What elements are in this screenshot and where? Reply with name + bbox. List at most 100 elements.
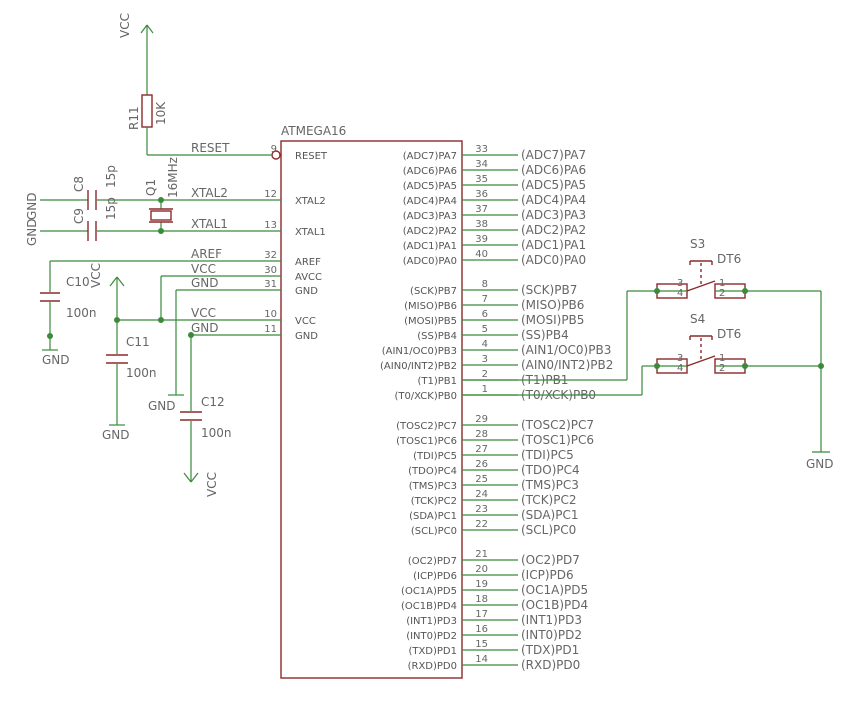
right-pin-net: (TDO)PC4 — [521, 463, 580, 477]
right-pin-number: 5 — [482, 324, 488, 335]
right-pin-net: (ICP)PD6 — [521, 568, 574, 582]
right-pin-name: (ADC5)PA5 — [403, 181, 457, 192]
c8-value: 15p — [104, 165, 118, 188]
right-pin-number: 17 — [475, 609, 488, 620]
right-pin-name: (ADC4)PA4 — [403, 196, 457, 207]
right-pin-net: (MOSI)PB5 — [521, 313, 584, 327]
c12-ref: C12 — [201, 395, 225, 409]
left-pin-number: 12 — [264, 189, 277, 200]
c8-ref: C8 — [72, 176, 86, 192]
left-pin-number: 11 — [264, 324, 277, 335]
s4-pin-3: 3 — [677, 353, 683, 364]
right-pin-name: (TDO)PC4 — [408, 466, 457, 477]
gnd-switch-label: GND — [806, 457, 834, 471]
right-pin-net: (INT1)PD3 — [521, 613, 582, 627]
q1-value: 16MHz — [166, 157, 180, 198]
right-pin-name: (RXD)PD0 — [408, 661, 457, 672]
right-pin-number: 1 — [482, 384, 488, 395]
gnd-mid-label: GND — [148, 399, 176, 413]
right-pin-name: (OC1B)PD4 — [401, 601, 457, 612]
right-pin-name: (SS)PB4 — [417, 331, 457, 342]
right-pin-number: 2 — [482, 369, 488, 380]
right-pin-number: 20 — [475, 564, 488, 575]
right-pin-net: (SCK)PB7 — [521, 283, 577, 297]
left-pin-net: RESET — [191, 141, 230, 155]
right-pin-name: (ADC3)PA3 — [403, 211, 457, 222]
right-pin-number: 22 — [475, 519, 488, 530]
right-pin-name: (TCK)PC2 — [411, 496, 457, 507]
left-pin-net: XTAL1 — [191, 217, 228, 231]
c12-value: 100n — [201, 426, 232, 440]
right-pin-number: 37 — [475, 204, 488, 215]
left-pin-group: 9RESETRESET12XTAL2XTAL213XTAL1XTAL132ARE… — [191, 141, 328, 342]
ic-name: ATMEGA16 — [281, 124, 346, 138]
right-pin-net: (SS)PB4 — [521, 328, 569, 342]
right-pin-name: (ADC7)PA7 — [403, 151, 457, 162]
gnd-c9-label: GND — [25, 218, 39, 246]
right-pin-number: 28 — [475, 429, 488, 440]
left-pin-net: GND — [191, 276, 219, 290]
right-pin-number: 27 — [475, 444, 488, 455]
right-pin-net: (ADC2)PA2 — [521, 223, 586, 237]
right-pin-number: 26 — [475, 459, 488, 470]
right-pin-name: (ICP)PD6 — [413, 571, 457, 582]
right-pin-name: (SCK)PB7 — [410, 286, 457, 297]
right-pin-name: (AIN1/OC0)PB3 — [382, 346, 457, 357]
vcc-bottom-label: VCC — [205, 472, 219, 497]
right-pin-number: 24 — [475, 489, 488, 500]
atmega16-body — [280, 140, 463, 679]
gnd-c8-label: GND — [25, 192, 39, 220]
s4-pin-2: 2 — [719, 363, 725, 374]
right-pin-number: 14 — [475, 654, 488, 665]
left-pin-number: 10 — [264, 309, 277, 320]
right-pin-net: (RXD)PD0 — [521, 658, 580, 672]
right-pin-name: (ADC1)PA1 — [403, 241, 457, 252]
gnd-c10-label: GND — [42, 353, 70, 367]
c11-network: C11 100n GND — [102, 276, 281, 442]
right-pin-number: 39 — [475, 234, 488, 245]
s4-ref: S4 — [690, 312, 705, 326]
gnd-c11-label: GND — [102, 428, 130, 442]
s3-value: DT6 — [717, 252, 741, 266]
r11-resistor: VCC R11 10K — [118, 13, 272, 156]
right-pin-net: (ADC4)PA4 — [521, 193, 586, 207]
s4-value: DT6 — [717, 327, 741, 341]
right-pin-name: (TXD)PD1 — [408, 646, 457, 657]
right-pin-net: (TDI)PC5 — [521, 448, 574, 462]
left-pin-number: 31 — [264, 279, 277, 290]
right-pin-name: (OC1A)PD5 — [401, 586, 457, 597]
right-pin-net: (OC1A)PD5 — [521, 583, 588, 597]
right-pin-number: 6 — [482, 309, 488, 320]
q1-ref: Q1 — [144, 179, 158, 196]
left-pin-name: RESET — [295, 151, 328, 162]
right-pin-name: (TOSC2)PC7 — [396, 421, 457, 432]
right-pin-number: 25 — [475, 474, 488, 485]
right-pin-number: 40 — [475, 249, 488, 260]
right-pin-group: (ADC7)PA733(ADC7)PA7(ADC6)PA634(ADC6)PA6… — [380, 144, 613, 672]
right-pin-name: (TOSC1)PC6 — [396, 436, 457, 447]
right-pin-net: (MISO)PB6 — [521, 298, 584, 312]
right-pin-name: (MOSI)PB5 — [404, 316, 457, 327]
left-pin-net: VCC — [191, 262, 216, 276]
left-pin-name: XTAL2 — [295, 196, 326, 207]
s3-pin-2: 2 — [719, 288, 725, 299]
supply-rails: GND C12 100n VCC — [148, 275, 281, 497]
s4-pin-1: 1 — [719, 353, 725, 364]
right-pin-number: 38 — [475, 219, 488, 230]
right-pin-number: 16 — [475, 624, 488, 635]
right-pin-name: (SCL)PC0 — [411, 526, 457, 537]
right-pin-number: 18 — [475, 594, 488, 605]
right-pin-number: 4 — [482, 339, 488, 350]
right-pin-net: (ADC7)PA7 — [521, 148, 586, 162]
right-pin-number: 21 — [475, 549, 488, 560]
s3-pin-1: 1 — [719, 278, 725, 289]
left-pin-net: VCC — [191, 306, 216, 320]
right-pin-net: (ADC5)PA5 — [521, 178, 586, 192]
right-pin-name: (ADC6)PA6 — [403, 166, 457, 177]
left-pin-number: 32 — [264, 250, 277, 261]
right-pin-name: (OC2)PD7 — [408, 556, 457, 567]
right-pin-net: (ADC1)PA1 — [521, 238, 586, 252]
